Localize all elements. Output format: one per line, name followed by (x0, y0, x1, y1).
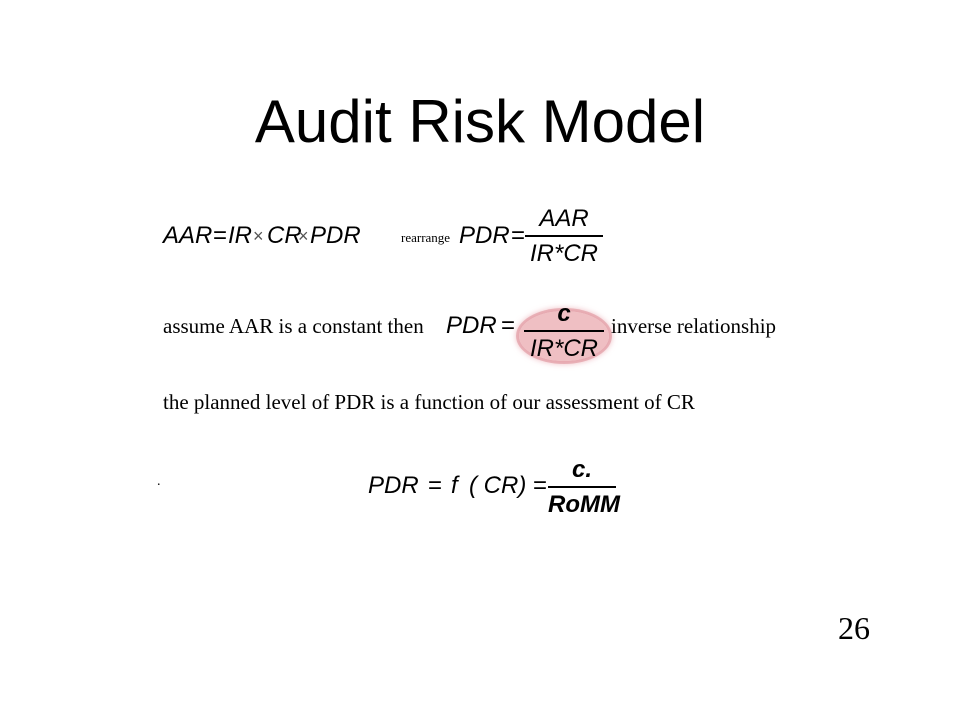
eq2-assume-text: assume AAR is a constant then (163, 314, 424, 338)
eq1-ir: IR (228, 222, 252, 249)
eq1-pdr: PDR (310, 222, 361, 249)
eq3-argument: ( CR) (469, 472, 527, 499)
eq1-cr: CR (267, 222, 302, 249)
eq3-pdr: PDR (368, 472, 419, 499)
eq2-fraction-bar (524, 330, 604, 332)
eq3-equals-1: = (428, 472, 443, 499)
eq3-denominator: RoMM (548, 490, 620, 518)
eq1-fraction: AAR IR*CR (525, 207, 603, 266)
eq3-fraction-bar (548, 486, 616, 488)
eq2-fraction: c IR*CR (524, 302, 604, 361)
eq1-rhs-pdr: PDR (459, 222, 510, 249)
eq1-denominator: IR*CR (529, 239, 598, 267)
eq1-rhs-equals: = (511, 222, 526, 249)
eq3-dot: . (157, 474, 161, 489)
eq1-rearrange-label: rearrange (401, 230, 451, 245)
eq1-equals: = (213, 222, 228, 249)
eq2-denominator-highlight (519, 311, 609, 361)
eq1-numerator: AAR (539, 205, 589, 232)
eq1-aar: AAR (163, 222, 213, 249)
page-number: 26 (838, 610, 870, 646)
planned-pdr-statement: the planned level of PDR is a function o… (163, 390, 695, 414)
eq1-fraction-bar (525, 235, 603, 237)
eq1-times-2: × (298, 226, 309, 246)
slide-title: Audit Risk Model (254, 88, 706, 155)
eq2-denominator: IR*CR (529, 334, 598, 362)
eq3-fraction: c. RoMM (548, 456, 620, 518)
eq2-pdr: PDR (446, 312, 497, 339)
eq2-numerator: c (557, 300, 571, 327)
eq3-function: f (451, 472, 458, 499)
eq3-numerator: c. (571, 456, 592, 483)
eq2-inverse-note: inverse relationship (611, 314, 777, 338)
eq3-equals-2: = (533, 472, 548, 499)
eq1-times-1: × (253, 226, 264, 246)
eq2-equals: = (501, 312, 516, 339)
